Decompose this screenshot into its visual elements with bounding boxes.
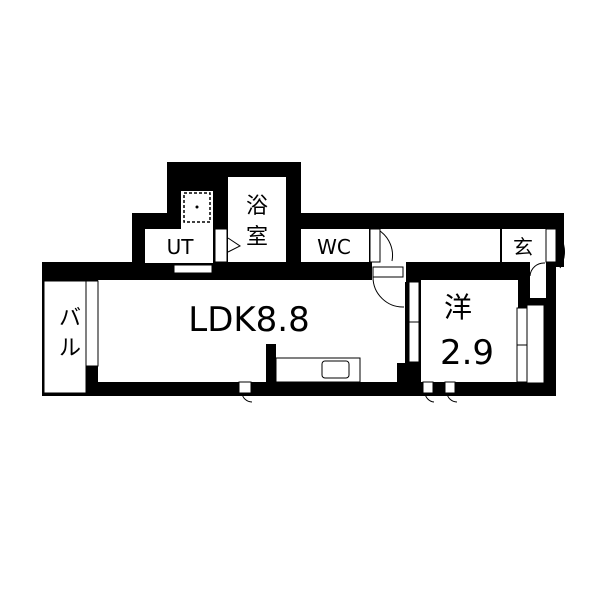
kitchen-wall (266, 344, 276, 382)
corridor (372, 229, 500, 262)
sink-icon (321, 360, 350, 379)
balcony-label-bottom: ル (59, 336, 81, 361)
washer-space (183, 192, 211, 223)
drain-icon (195, 205, 199, 209)
western-room-label: 洋 (444, 291, 472, 324)
doors (173, 228, 565, 403)
balcony-label-top: バ (59, 306, 81, 331)
toilet-label: WC (317, 235, 351, 259)
utility-room-upper (181, 191, 213, 231)
entrance-label: 玄 (513, 235, 533, 259)
western-room-size: 2.9 (440, 333, 494, 373)
entrance-area (502, 229, 546, 262)
ldk-column (397, 363, 421, 383)
bath-label-bottom: 室 (246, 225, 268, 250)
bath-label-top: 浴 (246, 194, 268, 219)
bath-room (228, 177, 286, 262)
closet (526, 304, 545, 384)
utility-label: UT (167, 235, 195, 259)
utility-room (145, 229, 213, 263)
balcony-window (85, 280, 99, 367)
western-room (421, 280, 518, 382)
ldk-label: LDK8.8 (188, 300, 310, 340)
entrance-step (530, 262, 546, 298)
toilet-room (301, 229, 369, 262)
